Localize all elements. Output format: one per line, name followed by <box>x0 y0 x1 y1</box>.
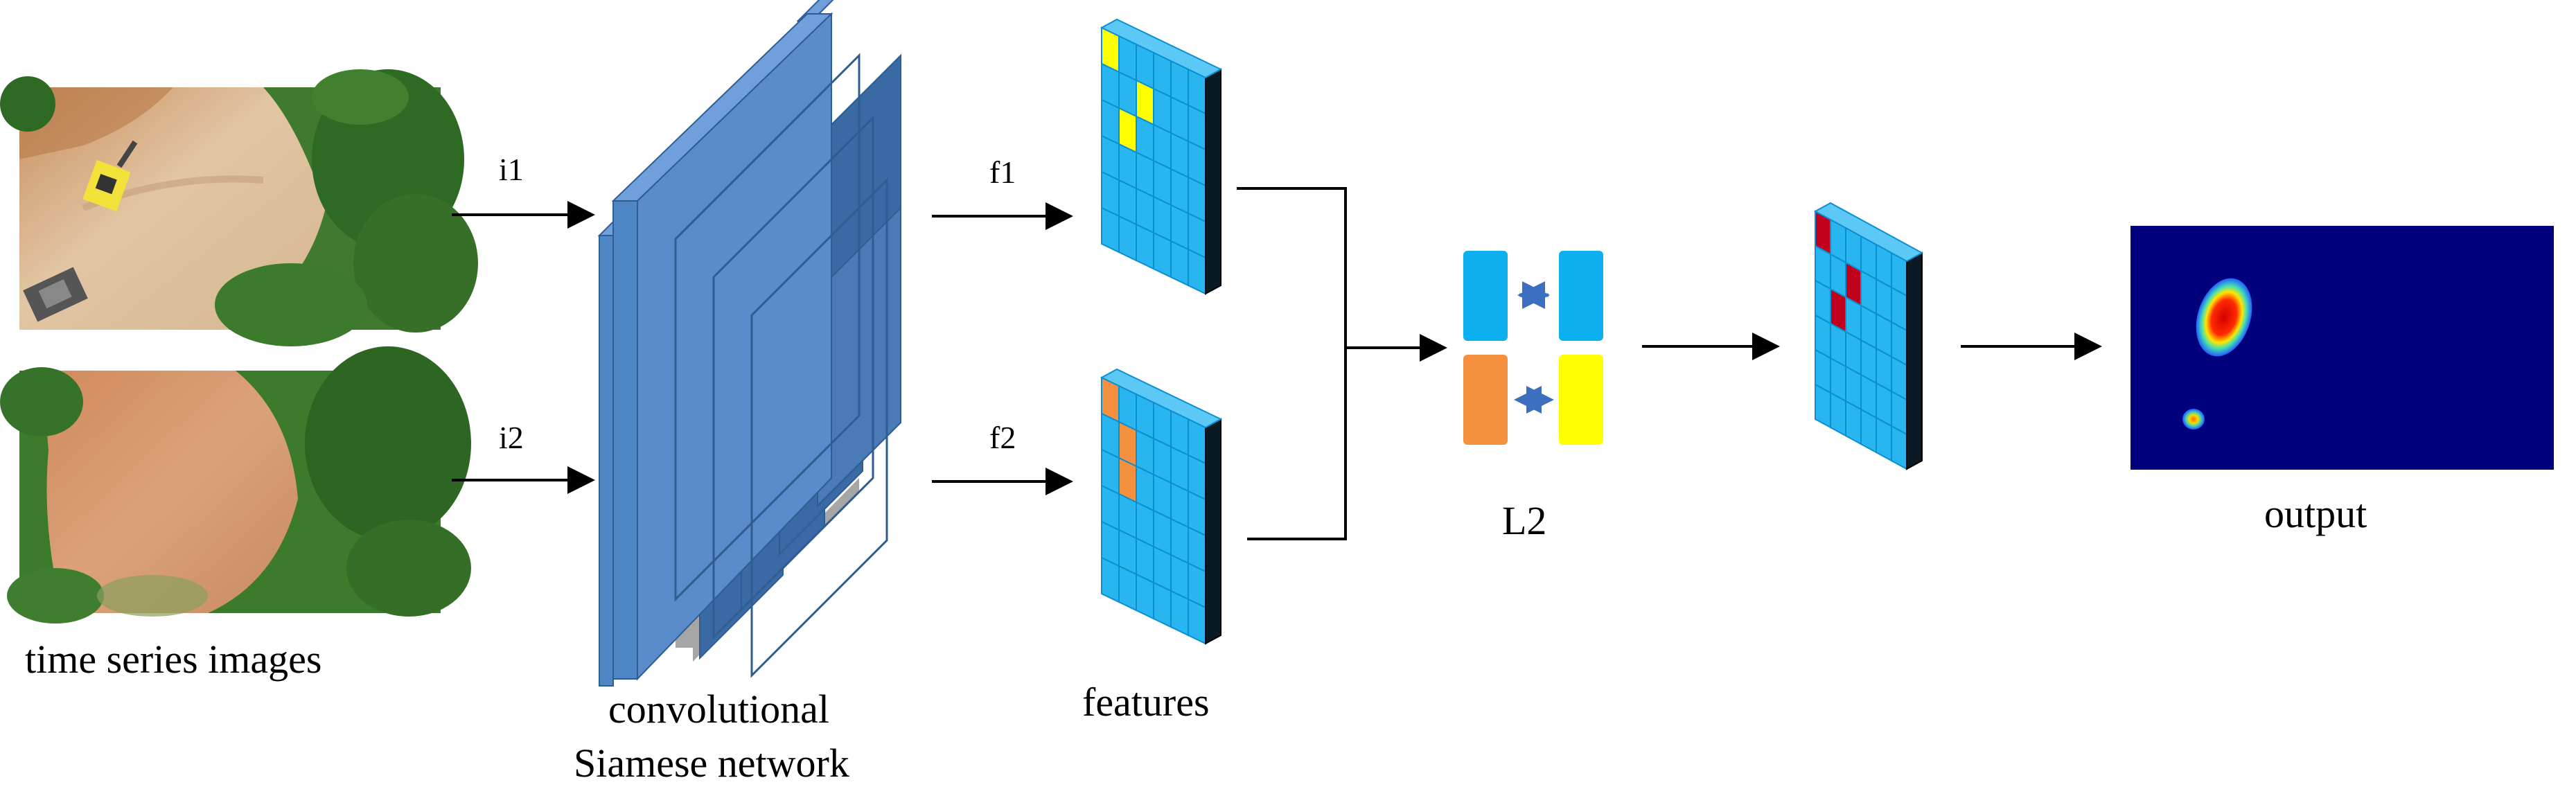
feature-top <box>1100 18 1223 79</box>
feature-cell <box>1188 598 1206 645</box>
feature-cell <box>1830 391 1846 437</box>
caption-network-line1: convolutional <box>608 687 829 732</box>
conv-layer-front-main <box>612 200 638 680</box>
conv-layer-front-5 <box>599 235 614 687</box>
conv-layer-step-2 <box>750 177 888 678</box>
feature-map-f2 <box>1100 368 1223 645</box>
feature-side <box>1205 418 1221 645</box>
feature-cell <box>1153 581 1172 628</box>
feature-cell <box>1891 425 1907 470</box>
feature-cell <box>1136 223 1154 270</box>
feature-cell <box>1860 408 1877 454</box>
aerial-image-t1 <box>0 69 478 346</box>
aerial-image-t2 <box>0 346 471 623</box>
label-f1: f1 <box>989 154 1016 190</box>
feature-cell <box>1136 573 1154 620</box>
conv-layer-front-face <box>637 12 832 681</box>
feature-cell <box>1845 400 1862 445</box>
feature-cell <box>1153 231 1172 278</box>
caption-time-series-images: time series images <box>25 637 322 682</box>
feature-cell <box>1815 383 1831 429</box>
feature-cell <box>1170 590 1189 637</box>
feature-map-f1 <box>1100 18 1223 295</box>
label-i2: i2 <box>499 420 524 455</box>
feature-top <box>1813 202 1924 263</box>
feature-cell <box>1118 565 1137 612</box>
conv-layer-step-1 <box>712 115 874 640</box>
caption-output: output <box>2264 491 2367 536</box>
feature-top <box>1100 368 1223 429</box>
conv-layer-step-0 <box>674 53 861 602</box>
feature-side <box>1906 251 1923 470</box>
connector-lines <box>1237 187 1447 540</box>
excavator-icon <box>82 140 138 212</box>
l2-distance-block <box>1463 251 1603 445</box>
feature-cell <box>1170 240 1189 287</box>
caption-l2: L2 <box>1502 498 1547 543</box>
label-i1: i1 <box>499 152 524 187</box>
feature-cell <box>1118 215 1137 262</box>
output-change-map <box>2131 226 2554 470</box>
caption-network-line2: Siamese network <box>574 741 849 786</box>
truck-icon <box>23 267 88 322</box>
feature-cell <box>1876 416 1892 462</box>
feature-cell <box>1101 556 1120 603</box>
distance-map <box>1813 202 1924 470</box>
feature-cell <box>1188 248 1206 295</box>
label-f2: f2 <box>989 420 1016 455</box>
feature-cell <box>1101 206 1120 254</box>
caption-features: features <box>1082 680 1210 725</box>
feature-side <box>1205 68 1221 295</box>
conv-layers <box>597 0 901 687</box>
